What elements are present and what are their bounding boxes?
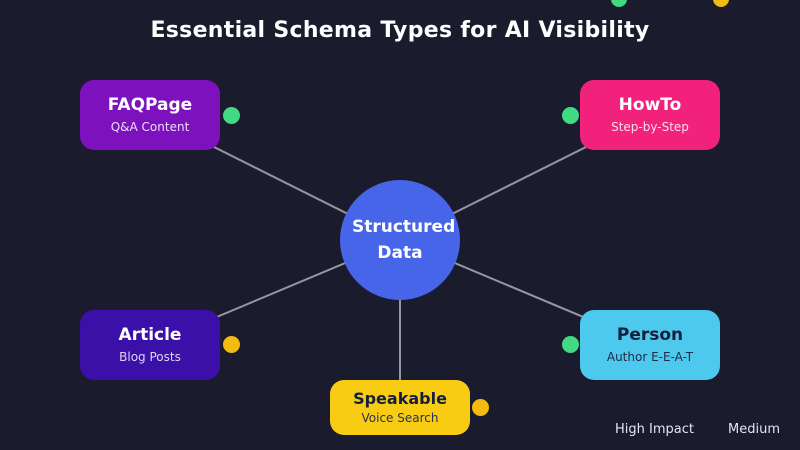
- node-person-sublabel: Author E-E-A-T: [606, 350, 694, 364]
- node-article-label: Article: [118, 325, 182, 345]
- page-title: Essential Schema Types for AI Visibility: [150, 18, 650, 43]
- node-article-sublabel: Blog Posts: [119, 350, 181, 364]
- center-node-structured-data: Structured Data: [340, 180, 460, 300]
- impact-dot-person-icon: [562, 336, 579, 353]
- center-node-label: Structured Data: [352, 216, 456, 263]
- legend-label-medium: Medium: [728, 422, 780, 437]
- node-faqpage-label: FAQPage: [107, 95, 193, 115]
- legend: High Impact Medium: [615, 423, 780, 436]
- node-speakable-label: Speakable: [353, 389, 447, 408]
- node-article: Article Blog Posts: [80, 310, 220, 380]
- node-speakable: Speakable Voice Search: [330, 380, 470, 435]
- legend-marker-medium-icon: [713, 0, 729, 7]
- impact-dot-article-icon: [223, 336, 240, 353]
- impact-dot-faqpage-icon: [223, 107, 240, 124]
- legend-label-high-impact: High Impact: [615, 422, 695, 437]
- legend-marker-high-impact-icon: [611, 0, 627, 7]
- node-howto-label: HowTo: [618, 95, 682, 115]
- node-faqpage-sublabel: Q&A Content: [110, 120, 190, 134]
- impact-dot-speakable-icon: [472, 399, 489, 416]
- node-howto: HowTo Step-by-Step: [580, 80, 720, 150]
- node-faqpage: FAQPage Q&A Content: [80, 80, 220, 150]
- node-person: Person Author E-E-A-T: [580, 310, 720, 380]
- node-speakable-sublabel: Voice Search: [361, 411, 439, 425]
- impact-dot-howto-icon: [562, 107, 579, 124]
- node-howto-sublabel: Step-by-Step: [611, 120, 689, 134]
- node-person-label: Person: [616, 325, 684, 345]
